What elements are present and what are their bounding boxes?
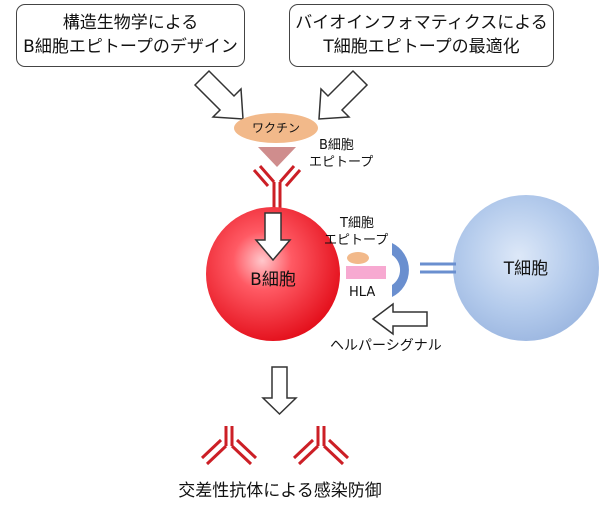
b-epitope-triangle bbox=[258, 147, 296, 167]
b-cell-label: B細胞 bbox=[250, 270, 296, 290]
t-epitope-label-line1: T細胞 bbox=[340, 216, 374, 231]
antibody-icon-right bbox=[292, 426, 350, 466]
t-epitope-ellipse bbox=[347, 252, 369, 264]
left-hollow-arrow bbox=[193, 69, 244, 120]
hla-label: HLA bbox=[349, 285, 376, 300]
hla-bar bbox=[346, 266, 386, 279]
bioinformatics-line1: バイオインフォマティクスによる bbox=[295, 13, 548, 33]
vaccine-ellipse bbox=[234, 113, 318, 143]
b-epitope-label-line2: エピトープ bbox=[309, 155, 374, 170]
b-cell-circle bbox=[206, 207, 340, 341]
structural-biology-line1: 構造生物学による bbox=[62, 13, 199, 33]
b-epitope-label-line1: B細胞 bbox=[319, 138, 354, 153]
bioinformatics-box: バイオインフォマティクスによる T細胞エピトープの最適化 bbox=[289, 4, 554, 67]
structural-biology-line2: B細胞エピトープのデザイン bbox=[23, 37, 238, 57]
b-cell-down-arrow bbox=[254, 212, 292, 262]
vaccine-label: ワクチン bbox=[251, 121, 300, 135]
b-cell-receptor-icon bbox=[252, 165, 302, 212]
outcome-label: 交差性抗体による感染防御 bbox=[178, 481, 382, 501]
output-down-arrow bbox=[261, 366, 298, 416]
structural-biology-box: 構造生物学による B細胞エピトープのデザイン bbox=[16, 4, 245, 67]
helper-signal-label: ヘルパーシグナル bbox=[330, 338, 442, 354]
tcr-cup-icon bbox=[392, 243, 409, 297]
right-hollow-arrow bbox=[318, 69, 369, 120]
helper-signal-arrow bbox=[371, 302, 428, 336]
antibody-icon-left bbox=[200, 426, 258, 466]
t-cell-label: T細胞 bbox=[503, 259, 549, 279]
t-epitope-label-line2: エピトープ bbox=[324, 233, 389, 248]
bioinformatics-line2: T細胞エピトープの最適化 bbox=[323, 37, 520, 57]
t-cell-circle bbox=[453, 195, 599, 341]
